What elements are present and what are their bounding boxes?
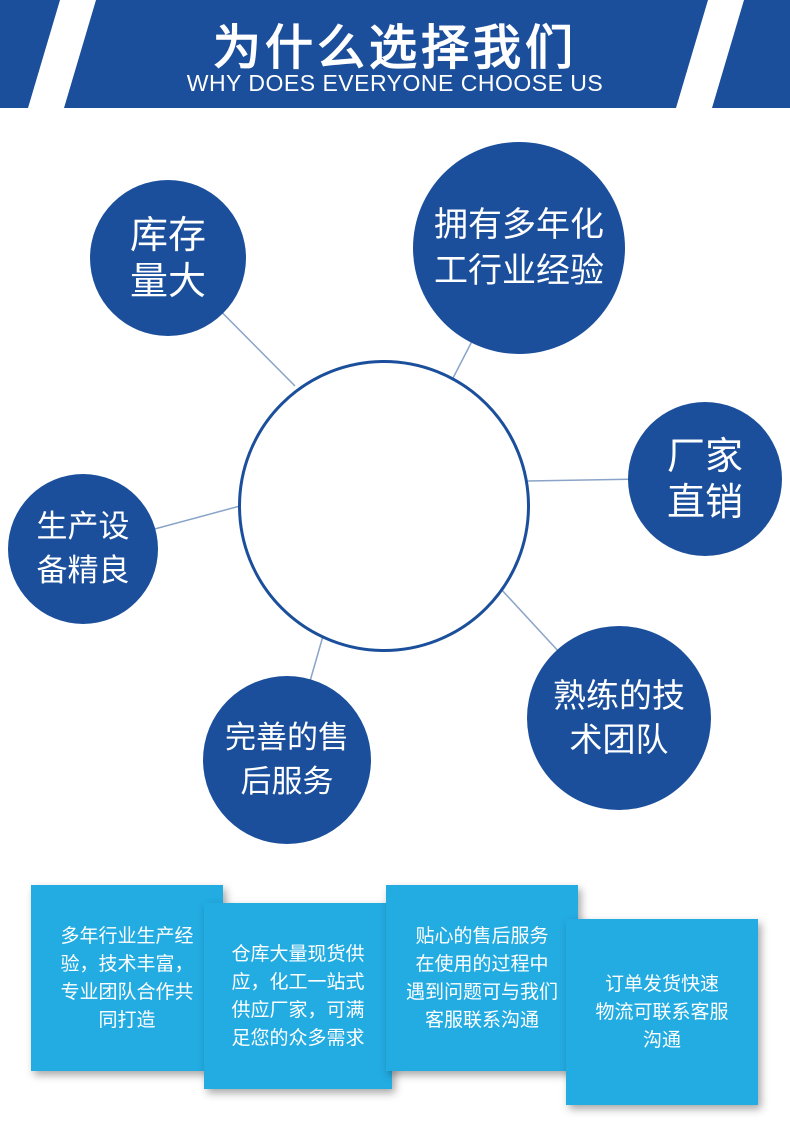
header-banner: 为什么选择我们 WHY DOES EVERYONE CHOOSE US xyxy=(0,0,790,108)
feature-node-experience: 拥有多年化 工行业经验 xyxy=(413,142,625,354)
banner-main-panel xyxy=(64,0,708,108)
feature-line: 熟练的技 xyxy=(553,676,685,715)
feature-node-equipment: 生产设 备精良 xyxy=(8,474,158,624)
page-title: 为什么选择我们 xyxy=(212,20,577,76)
feature-line: 量大 xyxy=(129,259,206,303)
info-card-experience: 多年行业生产经 验，技术丰富， 专业团队合作共 同打造 xyxy=(31,885,223,1071)
page-subtitle: WHY DOES EVERYONE CHOOSE US xyxy=(186,70,604,96)
card-text: 仓库大量现货供 应，化工一站式 供应厂家，可满 足您的众多需求 xyxy=(231,943,365,1049)
feature-line: 生产设 xyxy=(36,509,130,545)
info-card-shipping: 订单发货快速 物流可联系客服 沟通 xyxy=(566,919,758,1105)
banner-right-stripe xyxy=(712,0,790,108)
banner-shapes xyxy=(0,0,790,108)
feature-line: 拥有多年化 xyxy=(434,205,604,245)
feature-line: 厂家 xyxy=(666,434,743,478)
card-text: 订单发货快速 物流可联系客服 沟通 xyxy=(595,973,729,1051)
feature-line: 后服务 xyxy=(240,764,334,800)
banner-left-stripe xyxy=(0,0,60,108)
info-card-after-sales: 贴心的售后服务 在使用的过程中 遇到问题可与我们 客服联系沟通 xyxy=(386,885,578,1071)
feature-node-inventory: 库存 量大 xyxy=(90,180,246,336)
feature-line: 完善的售 xyxy=(225,720,349,756)
feature-line: 直销 xyxy=(666,480,743,524)
feature-line: 术团队 xyxy=(569,720,669,759)
features-diagram: 库存 量大 拥有多年化 工行业经验 厂家 直销 熟练的技 术团队 完善的售 后服… xyxy=(0,108,790,868)
info-card-stock: 仓库大量现货供 应，化工一站式 供应厂家，可满 足您的众多需求 xyxy=(204,903,392,1089)
card-text: 多年行业生产经 验，技术丰富， 专业团队合作共 同打造 xyxy=(60,925,194,1031)
card-text: 贴心的售后服务 在使用的过程中 遇到问题可与我们 客服联系沟通 xyxy=(405,925,558,1031)
feature-node-direct-sales: 厂家 直销 xyxy=(628,402,782,556)
center-circle xyxy=(238,360,530,652)
feature-node-after-sales: 完善的售 后服务 xyxy=(203,676,371,844)
feature-line: 工行业经验 xyxy=(434,251,604,291)
feature-line: 备精良 xyxy=(36,553,130,589)
feature-line: 库存 xyxy=(129,213,206,257)
feature-node-technical-team: 熟练的技 术团队 xyxy=(527,626,711,810)
